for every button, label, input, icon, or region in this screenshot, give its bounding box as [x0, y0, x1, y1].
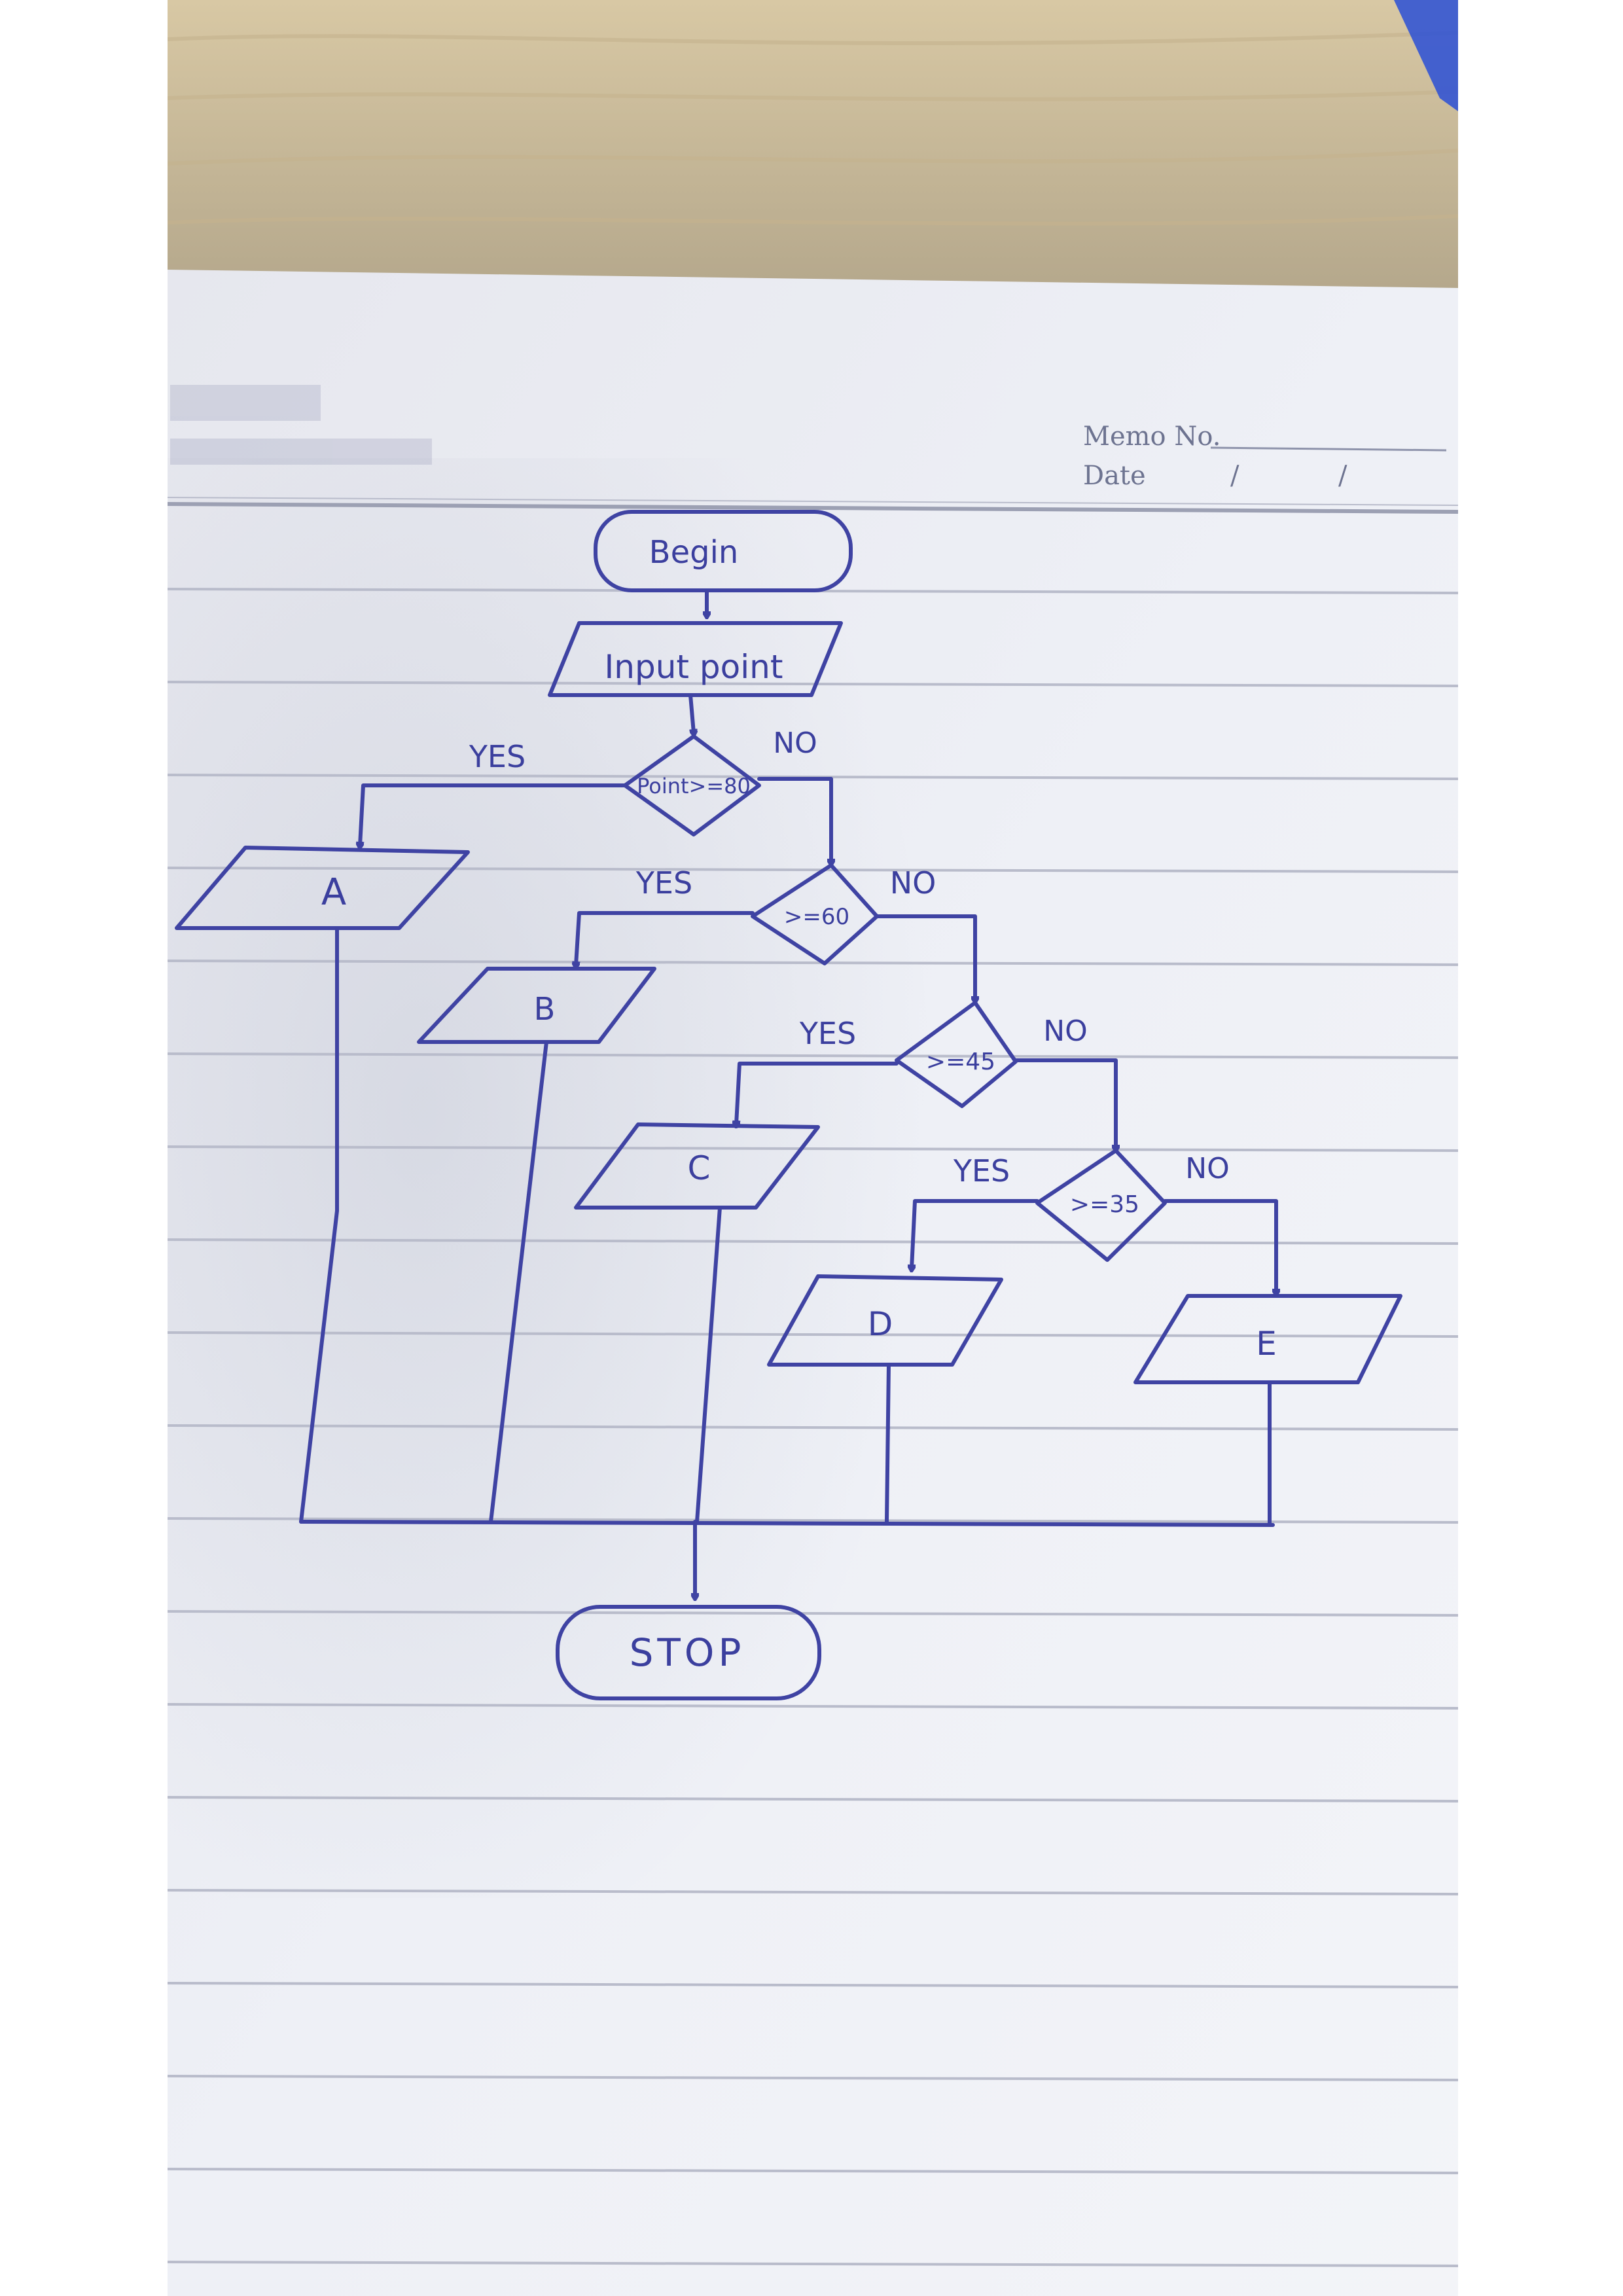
decision-4-yes-label: YES — [953, 1153, 1010, 1189]
output-c-label: C — [688, 1149, 711, 1187]
ruled-line — [167, 960, 1459, 966]
ruled-line — [167, 2075, 1459, 2081]
desk-grain — [167, 31, 1459, 226]
ruled-line — [167, 681, 1459, 687]
ruled-lines — [167, 588, 1459, 2267]
ruled-line — [167, 1052, 1459, 1059]
ruled-line — [167, 1424, 1459, 1431]
ruled-line — [167, 2168, 1459, 2174]
stop-label: STOP — [630, 1630, 745, 1675]
decision-4-no-line — [1163, 1199, 1276, 1293]
decision-1-yes-label: YES — [469, 739, 526, 774]
scan-margin-left — [0, 0, 168, 2296]
output-d-box — [767, 1274, 1003, 1367]
memo-label: Memo No. — [1083, 422, 1221, 452]
pen-graphic — [1394, 0, 1458, 111]
decision-3-label: >=45 — [926, 1049, 995, 1075]
begin-label: Begin — [649, 534, 739, 571]
header-rule — [167, 502, 1459, 514]
ruled-line — [167, 1331, 1459, 1338]
memo-line — [1210, 446, 1447, 452]
decision-2-no-line — [875, 914, 975, 1000]
decision-4-no-label: NO — [1185, 1152, 1230, 1185]
output-b-label: B — [534, 991, 556, 1028]
decision-2-label: >=60 — [784, 904, 849, 930]
output-c-box — [574, 1122, 820, 1210]
decision-2-diamond — [751, 863, 879, 965]
ruled-line — [167, 1982, 1459, 1988]
output-e-box — [1133, 1294, 1402, 1384]
begin-terminator — [594, 510, 853, 592]
input-point-label: Input point — [605, 648, 783, 686]
decision-3-no-label: NO — [1043, 1014, 1088, 1048]
decision-4-diamond — [1035, 1149, 1167, 1262]
ruled-line — [167, 1517, 1459, 1524]
decision-4-label: >=35 — [1070, 1191, 1139, 1218]
date-separator-2: / — [1338, 461, 1347, 491]
decision-3-no-line — [1014, 1058, 1116, 1149]
decision-1-yes-line — [360, 783, 627, 846]
date-separator-1: / — [1230, 461, 1240, 491]
header-rule-thin — [167, 497, 1459, 506]
decision-2-no-label: NO — [890, 865, 936, 901]
decision-1-label: Point>=80 — [637, 774, 751, 798]
ruled-line — [167, 1610, 1459, 1617]
decision-1-no-line — [757, 777, 831, 863]
decision-2-yes-label: YES — [635, 865, 692, 901]
decision-1-diamond — [623, 734, 761, 836]
ruled-line — [167, 1889, 1459, 1895]
notebook-brand-logo — [170, 385, 432, 465]
paper-shadow — [168, 458, 1018, 1898]
merge-line — [299, 1520, 1275, 1527]
decision-3-yes-label: YES — [799, 1016, 856, 1051]
ruled-line — [167, 1796, 1459, 1803]
output-b-drop-line — [489, 1040, 548, 1524]
decision-3-diamond — [895, 1001, 1018, 1108]
input-point-box — [548, 621, 843, 697]
desk-surface — [168, 0, 1458, 288]
ruled-line — [167, 1238, 1459, 1245]
output-a-box — [175, 846, 470, 930]
ruled-line — [167, 1703, 1459, 1710]
date-label: Date — [1083, 461, 1146, 491]
decision-2-yes-line — [576, 911, 755, 965]
output-a-label: A — [321, 871, 346, 914]
ruled-line — [167, 867, 1459, 873]
decision-1-no-label: NO — [773, 726, 817, 760]
output-a-drop-line — [299, 926, 339, 1524]
output-d-drop-line — [885, 1363, 891, 1524]
input-to-decision1-arrow — [688, 693, 694, 733]
ruled-line — [167, 2261, 1459, 2267]
output-b-box — [417, 967, 656, 1044]
decision-4-yes-line — [912, 1199, 1039, 1268]
output-c-drop-line — [695, 1206, 722, 1524]
output-e-label: E — [1256, 1325, 1277, 1363]
ruled-line — [167, 1145, 1459, 1152]
output-d-label: D — [868, 1305, 893, 1343]
decision-3-yes-line — [736, 1062, 899, 1124]
stop-terminator — [556, 1605, 821, 1700]
scan-margin-right — [1458, 0, 1623, 2296]
